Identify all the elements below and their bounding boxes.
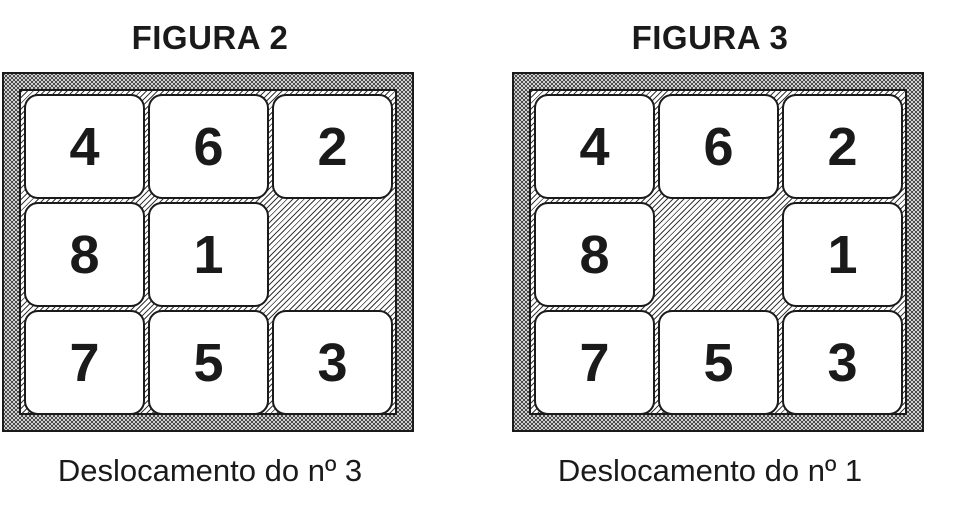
puzzle-tile-5: 5 — [658, 310, 779, 413]
puzzle-tile-1: 1 — [782, 202, 903, 307]
puzzle-tile-1: 1 — [148, 202, 269, 307]
puzzle-tile-8: 8 — [24, 202, 145, 307]
puzzle-tile-5: 5 — [148, 310, 269, 413]
puzzle-tile-7: 7 — [534, 310, 655, 413]
figure-caption: Deslocamento do nº 1 — [557, 453, 863, 488]
puzzle-tile-3: 3 — [782, 310, 903, 413]
figure-title: FIGURA 2 — [131, 19, 289, 56]
figure-caption: Deslocamento do nº 3 — [57, 453, 363, 488]
puzzle-tile-4: 4 — [24, 94, 145, 199]
puzzle-tile-2: 2 — [272, 94, 393, 199]
puzzle-tile-4: 4 — [534, 94, 655, 199]
figure-title: FIGURA 3 — [631, 19, 789, 56]
puzzle-tile-7: 7 — [24, 310, 145, 413]
puzzle-tile-6: 6 — [658, 94, 779, 199]
puzzle-tile-3: 3 — [272, 310, 393, 413]
puzzle-tile-6: 6 — [148, 94, 269, 199]
puzzle-tile-2: 2 — [782, 94, 903, 199]
puzzle-tile-8: 8 — [534, 202, 655, 307]
